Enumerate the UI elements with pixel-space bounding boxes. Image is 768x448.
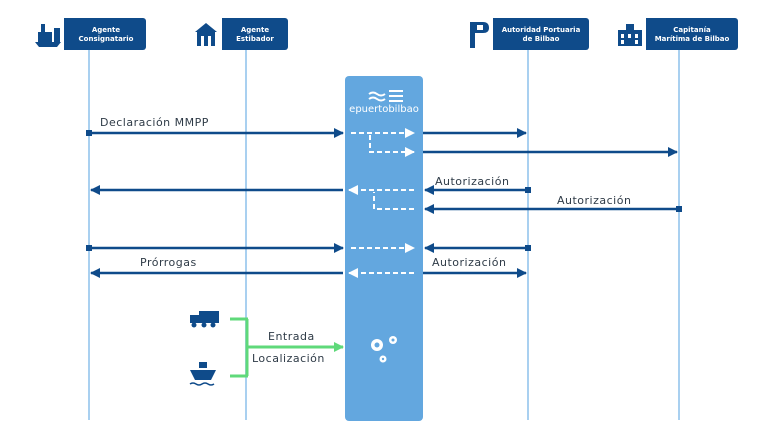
actor-capitania: Capitanía Marítima de Bilbao xyxy=(614,18,738,50)
actor-label-estibador: Agente Estibador xyxy=(236,26,274,43)
actor-agente-estibador: Agente Estibador xyxy=(190,18,288,50)
waves-icon xyxy=(368,90,403,102)
label-autorizacion-2: Autorización xyxy=(557,194,632,207)
warehouse-icon xyxy=(190,18,222,50)
actor-label-capitania: Capitanía Marítima de Bilbao xyxy=(654,26,730,43)
actor-autoridad-portuaria: Autoridad Portuaria de Bilbao xyxy=(465,18,589,50)
label-declaracion: Declaración MMPP xyxy=(100,116,209,129)
hub-route-2 xyxy=(369,135,415,157)
ship-crane-icon xyxy=(32,18,64,50)
ship-icon xyxy=(189,362,216,386)
truck-icon xyxy=(190,311,219,328)
label-prorrogas: Prórrogas xyxy=(140,256,197,269)
hub-route-4 xyxy=(373,192,414,210)
port-building-icon xyxy=(465,18,493,50)
label-autorizacion-3: Autorización xyxy=(432,256,507,269)
label-autorizacion-1: Autorización xyxy=(435,175,510,188)
label-localizacion: Localización xyxy=(252,352,325,365)
gears-icon xyxy=(371,336,397,363)
hub-logo-text: epuertobilbao xyxy=(349,104,419,115)
actor-label-consignatario: Agente Consignatario xyxy=(78,26,134,43)
maritime-building-icon xyxy=(614,18,646,50)
actor-label-autoridad: Autoridad Portuaria de Bilbao xyxy=(501,26,581,43)
label-entrada: Entrada xyxy=(268,330,315,343)
actor-agente-consignatario: Agente Consignatario xyxy=(32,18,146,50)
